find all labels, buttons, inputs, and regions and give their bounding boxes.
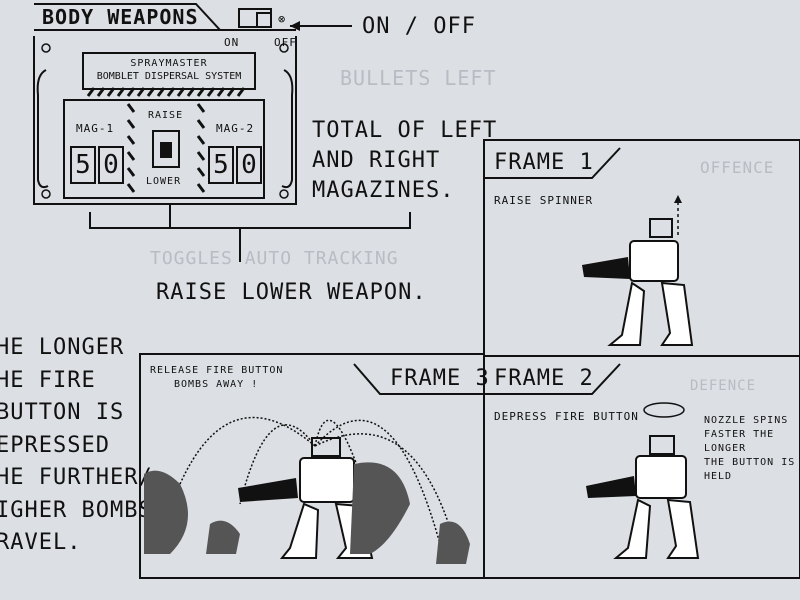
ghost-text-defence: DEFENCE bbox=[690, 378, 757, 394]
mag2-digit-tens: 5 bbox=[208, 146, 234, 184]
mag2-label: MAG-2 bbox=[216, 122, 255, 135]
left-text-line: EPRESSED bbox=[0, 432, 110, 458]
frame2-note-line: HELD bbox=[704, 471, 733, 482]
frame2-note-line: NOZZLE SPINS bbox=[704, 415, 789, 426]
ghost-text-bullets: BULLETS LEFT bbox=[340, 66, 497, 90]
on-off-switch[interactable] bbox=[238, 8, 272, 28]
left-text-line: RAVEL. bbox=[0, 530, 82, 555]
frame1-caption: RAISE SPINNER bbox=[494, 194, 594, 207]
magazines-line2: AND RIGHT bbox=[312, 148, 441, 173]
ghost-text-toggles: TOGGLES AUTO TRACKING bbox=[150, 248, 399, 269]
frame2-robot-illustration bbox=[586, 402, 700, 559]
lower-label: LOWER bbox=[146, 176, 182, 187]
weapon-name-line1: SPRAYMASTER bbox=[130, 58, 208, 69]
weapon-name-line2: BOMBLET DISPERSAL SYSTEM bbox=[96, 71, 242, 82]
raise-lower-toggle[interactable] bbox=[152, 130, 180, 168]
mag1-label: MAG-1 bbox=[76, 122, 115, 135]
ghost-text-offence: OFFENCE bbox=[700, 158, 775, 177]
mag1-digit-ones: 0 bbox=[98, 146, 124, 184]
raise-lower-annotation: RAISE LOWER WEAPON. bbox=[156, 280, 427, 305]
left-explanation-text: HE LONGER HE FIRE BUTTON IS EPRESSED HE … bbox=[0, 332, 153, 560]
frame1-title: FRAME 1 bbox=[494, 150, 594, 175]
frame2-title: FRAME 2 bbox=[494, 366, 594, 391]
weapon-name-plate: SPRAYMASTER BOMBLET DISPERSAL SYSTEM bbox=[82, 52, 256, 90]
magazines-annotation: TOTAL OF LEFT AND RIGHT MAGAZINES. bbox=[312, 116, 497, 206]
switch-screw-icon: ⊗ bbox=[278, 12, 286, 26]
weapon-panel: BODY WEAPONS ON OFF ⊗ SPRAYMASTER BOMBLE… bbox=[30, 0, 300, 210]
frame2-caption: DEPRESS FIRE BUTTON bbox=[494, 410, 639, 423]
frame3-title: FRAME 3 bbox=[390, 366, 490, 391]
frame3-caption-line2: BOMBS AWAY ! bbox=[174, 379, 259, 390]
left-text-line: BUTTON IS bbox=[0, 400, 125, 425]
switch-knob bbox=[256, 12, 272, 28]
panel-frame bbox=[33, 3, 297, 205]
left-text-line: IGHER BOMBS bbox=[0, 497, 153, 523]
frame2-note-line: THE BUTTON IS bbox=[704, 457, 796, 468]
switch-on-label: ON bbox=[224, 36, 240, 49]
raise-label: RAISE bbox=[148, 110, 184, 121]
on-off-annotation: ON / OFF bbox=[362, 14, 476, 39]
mag1-digit-tens: 5 bbox=[70, 146, 96, 184]
left-text-line: HE LONGER bbox=[0, 335, 125, 360]
magazines-line3: MAGAZINES. bbox=[312, 178, 455, 203]
switch-off-label: OFF bbox=[274, 36, 297, 49]
panel-title: BODY WEAPONS bbox=[42, 5, 199, 29]
frame3-robot-illustration bbox=[144, 416, 470, 565]
toggle-lever-icon bbox=[160, 142, 172, 158]
frame3-caption-line1: RELEASE FIRE BUTTON bbox=[150, 365, 284, 376]
left-text-line: HE FURTHER/ bbox=[0, 465, 153, 490]
magazines-line1: TOTAL OF LEFT bbox=[312, 118, 498, 143]
frame2-note: NOZZLE SPINS FASTER THE LONGER THE BUTTO… bbox=[704, 414, 800, 484]
frame1-robot-illustration bbox=[582, 195, 694, 346]
mag2-digit-ones: 0 bbox=[236, 146, 262, 184]
frame2-note-line: FASTER THE LONGER bbox=[704, 429, 775, 454]
left-text-line: HE FIRE bbox=[0, 367, 96, 393]
frame3-caption: RELEASE FIRE BUTTON BOMBS AWAY ! bbox=[150, 364, 283, 392]
